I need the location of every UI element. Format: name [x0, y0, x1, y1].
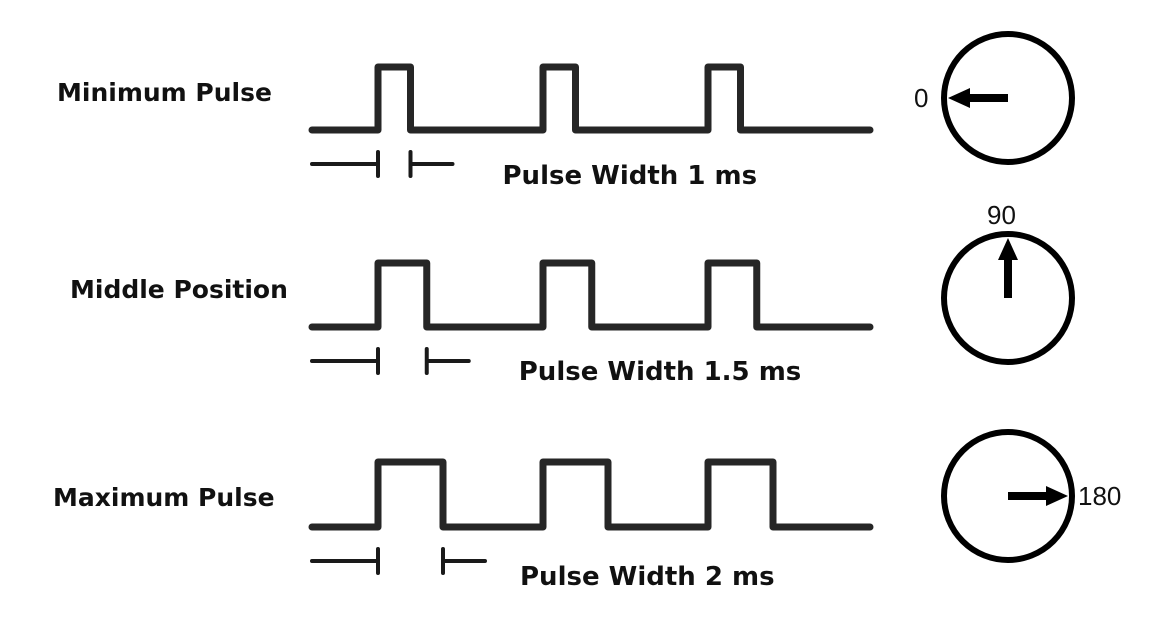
row-maximum-pulse: Maximum Pulse Pulse Width 2 ms 180: [53, 429, 1121, 592]
row-label: Maximum Pulse: [53, 483, 275, 512]
pulse-width-label: Pulse Width 1 ms: [503, 161, 758, 191]
pulse-width-marker: [310, 547, 487, 575]
servo-dial: [941, 429, 1075, 563]
row-minimum-pulse: Minimum Pulse Pulse Width 1 ms 0: [57, 31, 1075, 191]
pulse-waveform: [308, 259, 874, 331]
row-middle-position: Middle Position Pulse Width 1.5 ms 90: [70, 200, 1075, 387]
pulse-waveform: [308, 63, 874, 134]
pulse-width-label: Pulse Width 1.5 ms: [519, 357, 802, 387]
pulse-width-marker: [310, 150, 455, 178]
pulse-width-label: Pulse Width 2 ms: [520, 562, 775, 592]
arrow-up-icon: [998, 238, 1018, 298]
arrow-left-icon: [948, 88, 1008, 108]
angle-label: 180: [1078, 481, 1121, 511]
row-label: Minimum Pulse: [57, 78, 272, 107]
angle-label: 90: [987, 200, 1016, 230]
row-label: Middle Position: [70, 275, 288, 304]
pulse-waveform: [308, 458, 874, 531]
servo-dial: [941, 231, 1075, 365]
angle-label: 0: [914, 83, 928, 113]
pulse-width-marker: [310, 347, 471, 375]
arrow-right-icon: [1008, 486, 1068, 506]
servo-dial: [941, 31, 1075, 165]
